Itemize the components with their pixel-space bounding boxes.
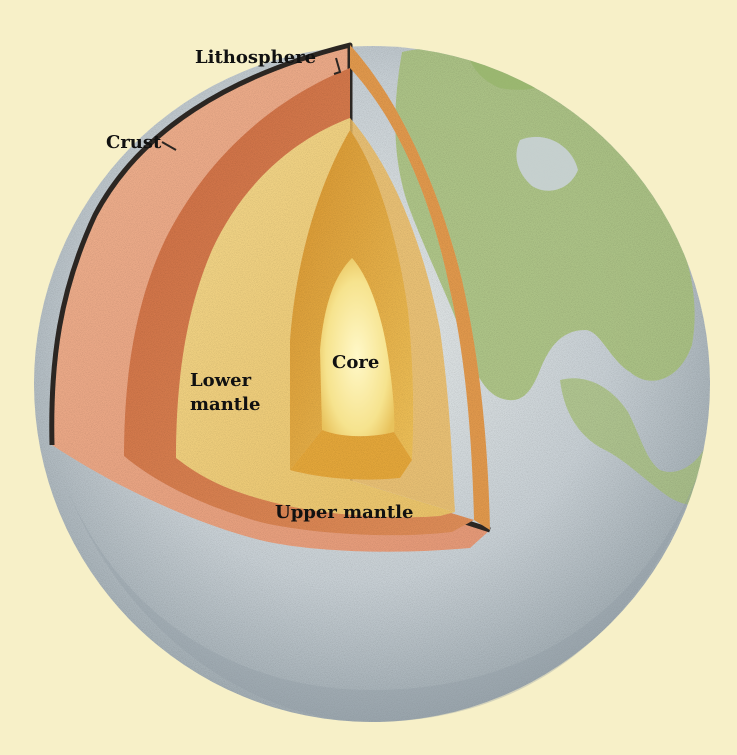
core-floor bbox=[290, 430, 412, 480]
upper-mantle-right-face bbox=[350, 45, 490, 530]
label-upper-mantle: Upper mantle bbox=[275, 502, 414, 523]
crust-outline bbox=[49, 42, 491, 533]
hudson-bay bbox=[516, 136, 578, 191]
land-central-america bbox=[560, 378, 710, 506]
lithosphere-marker bbox=[333, 57, 342, 75]
label-core: Core bbox=[332, 352, 380, 373]
label-lithosphere: Lithosphere bbox=[195, 47, 317, 68]
label-lower-mantle-line2: mantle bbox=[190, 394, 261, 415]
label-lower-mantle-line1: Lower bbox=[190, 370, 252, 391]
inner-core bbox=[320, 258, 395, 437]
label-crust: Crust bbox=[106, 132, 162, 153]
crust-pointer bbox=[161, 141, 177, 151]
globe-shadow bbox=[60, 470, 700, 722]
